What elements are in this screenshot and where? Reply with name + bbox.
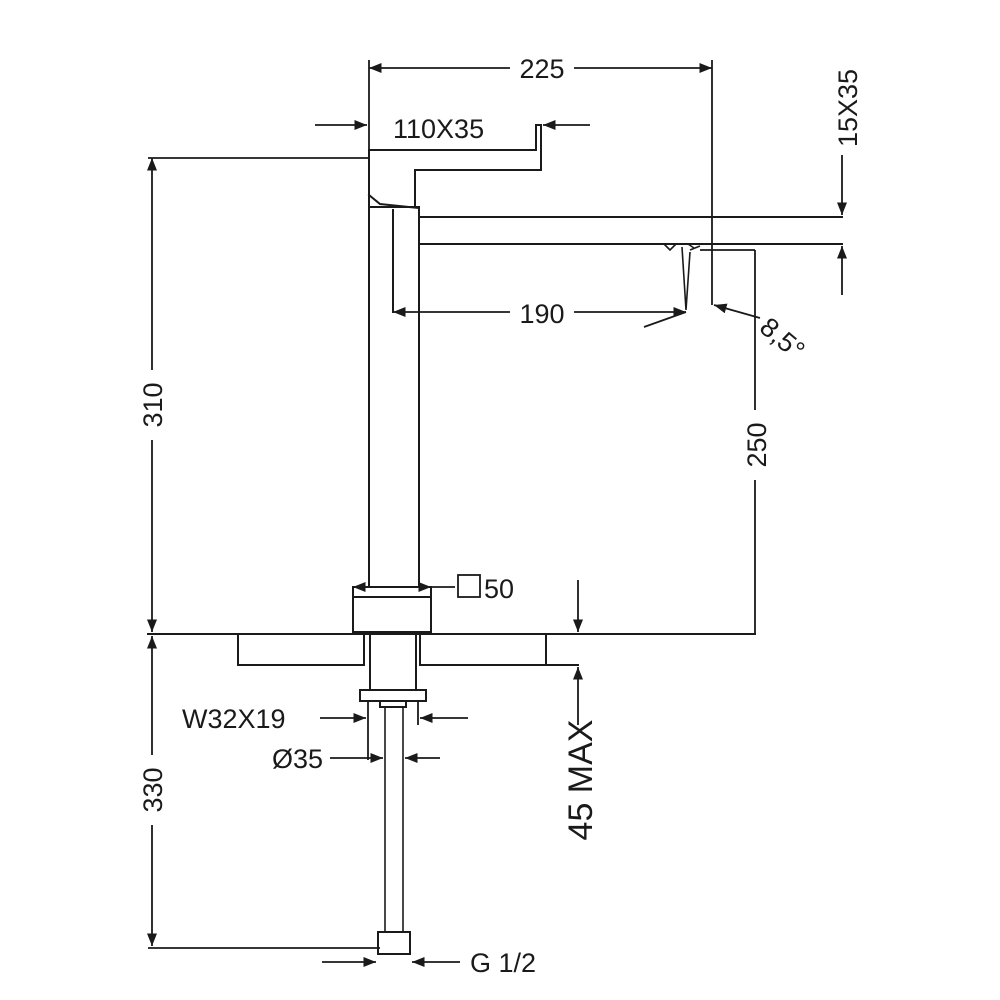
faucet-base [352, 586, 432, 633]
label-width-total: 225 [519, 54, 564, 84]
label-shank-diameter: Ø35 [272, 744, 323, 774]
label-body-base: 50 [484, 574, 514, 604]
faucet-body [352, 124, 843, 633]
label-hose-length: 330 [138, 767, 168, 812]
label-connection: G 1/2 [470, 948, 536, 978]
hose-fitting [377, 931, 411, 955]
shank-assembly [359, 633, 427, 955]
hose-collar [379, 700, 407, 708]
label-handle-section: 110X35 [393, 114, 484, 144]
label-total-height: 310 [138, 382, 168, 427]
label-spout-height: 250 [742, 422, 772, 467]
label-thread: W32X19 [182, 704, 286, 734]
dimension-lines [146, 60, 848, 968]
label-spout-reach: 190 [519, 299, 564, 329]
deck-left-section [237, 633, 365, 666]
braided-hose [384, 706, 404, 933]
label-deck-max: 45 MAX [562, 720, 600, 841]
faucet-spout [418, 216, 843, 245]
square-symbol [457, 574, 481, 598]
spout-aerator [663, 243, 701, 311]
mounting-nut [359, 689, 427, 702]
shank [369, 633, 417, 691]
label-spout-section: 15X35 [833, 69, 863, 147]
deck-right-section [419, 633, 547, 666]
countertop [147, 633, 756, 666]
dimension-labels: 225 110X35 15X35 190 8,5° 310 250 50 W32… [138, 54, 863, 978]
label-spout-angle: 8,5° [754, 312, 810, 366]
faucet-handle [368, 124, 542, 208]
